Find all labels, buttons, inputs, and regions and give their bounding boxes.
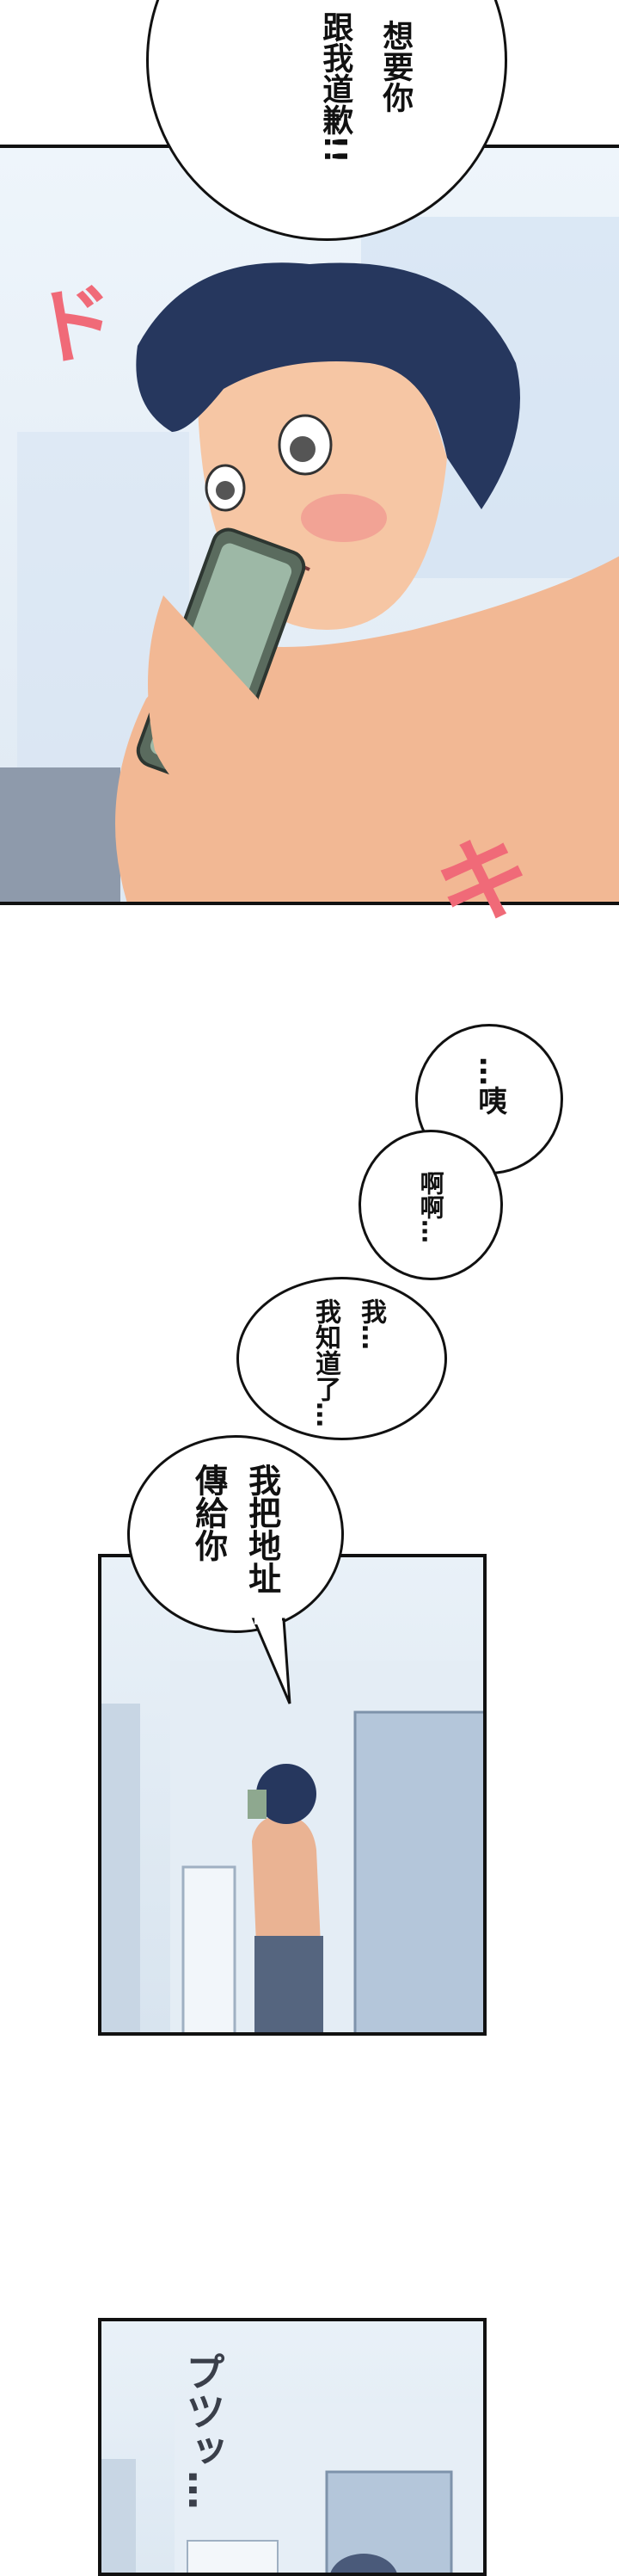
phone — [248, 1790, 267, 1819]
speech-bubble-address: 我把地址 傳給你 — [127, 1435, 344, 1633]
hand — [148, 595, 275, 812]
room-scene-illustration — [101, 1661, 483, 2032]
door — [353, 1710, 483, 2032]
bubble-text-line-1: 想要你 — [377, 20, 414, 113]
character-on-phone-illustration — [0, 217, 619, 902]
shelf — [101, 1704, 140, 2032]
panel-phone-call-closeup — [0, 145, 619, 905]
blush — [301, 494, 387, 542]
sfx-click: プツッ… — [180, 2351, 227, 2510]
panel-standing-by-door — [98, 1554, 487, 2036]
speech-bubble-address-tail — [251, 1618, 291, 1704]
bubble-text-huh: …咦 — [472, 1057, 507, 1115]
person-head — [256, 1764, 316, 1824]
speech-bubble-ahh: 啊啊… — [359, 1130, 503, 1280]
bubble-text-address-1: 我把地址 — [242, 1464, 281, 1594]
hair — [136, 262, 520, 509]
speech-bubble-i-know: 我… 我知道了… — [236, 1277, 447, 1440]
panel-hang-up: プツッ… — [98, 2318, 487, 2576]
bubble-text-i-know-1: 我… — [356, 1298, 386, 1350]
mirror — [181, 1865, 236, 2032]
bubble-text-ahh: 啊啊… — [416, 1171, 445, 1243]
bubble-text-i-know-2: 我知道了… — [310, 1298, 340, 1427]
bubble-text-address-2: 傳給你 — [189, 1464, 228, 1562]
person-body — [252, 1815, 321, 1944]
jeans — [254, 1936, 323, 2032]
shelf — [101, 2459, 136, 2573]
bubble-text-line-2: 跟我道歉!! — [317, 11, 353, 163]
mirror — [187, 2540, 279, 2573]
background-person — [0, 767, 120, 902]
torso — [115, 556, 619, 902]
room-scene-illustration-2 — [101, 2403, 483, 2573]
